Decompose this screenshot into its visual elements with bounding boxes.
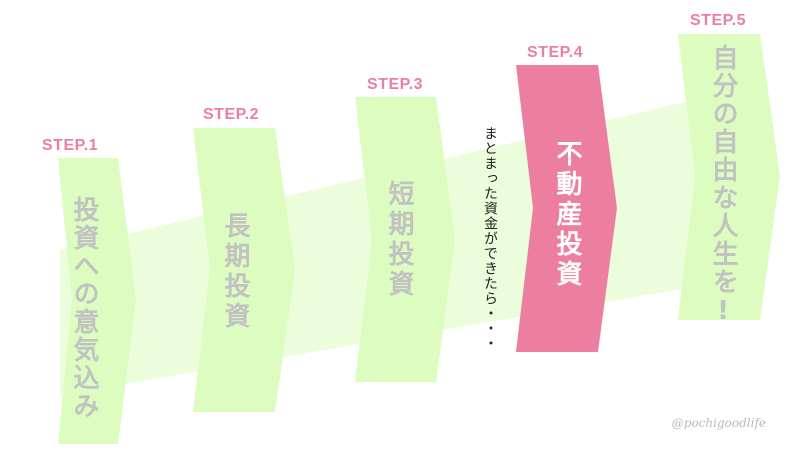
- step-4-text: 不動産投資: [552, 140, 582, 290]
- step-1-text: 投資への意気込み: [69, 196, 99, 420]
- step-4-label: STEP.4: [527, 44, 584, 61]
- step-4-chevron: [516, 65, 617, 352]
- watermark: @pochigoodlife: [671, 416, 766, 430]
- step-2-chevron: [193, 128, 295, 412]
- step-1-label: STEP.1: [42, 137, 99, 154]
- step-3-label: STEP.3: [367, 76, 424, 93]
- step-2-label: STEP.2: [203, 106, 260, 123]
- step-2-text: 長期投資: [220, 212, 250, 332]
- step-3-text: 短期投資: [384, 180, 414, 300]
- step-3-chevron: [355, 97, 455, 382]
- step-5-chevron: [678, 34, 780, 320]
- step-1-chevron: [58, 158, 136, 444]
- step-5-label: STEP.5: [690, 12, 747, 29]
- transition-note: まとまった資金ができたら・・・: [482, 126, 498, 351]
- step-5-text: 自分の自由な人生を!: [708, 44, 738, 328]
